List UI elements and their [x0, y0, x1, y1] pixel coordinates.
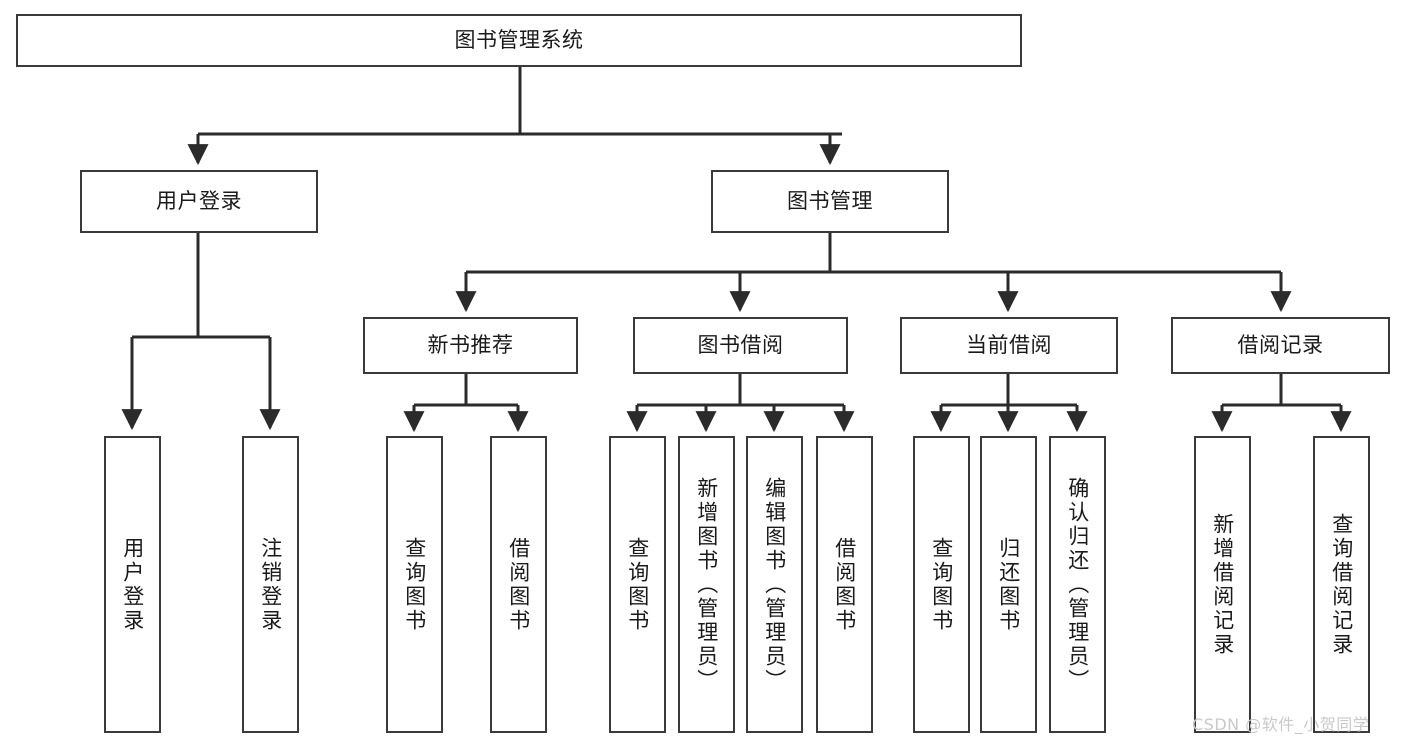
leaf-confirm-return-admin[interactable]: 确认归还（管理员） — [1049, 436, 1106, 733]
node-borrow-record[interactable]: 借阅记录 — [1171, 317, 1390, 374]
leaf-edit-book-admin[interactable]: 编辑图书（管理员） — [746, 436, 803, 733]
node-label: 图书借阅 — [697, 332, 784, 357]
node-label: 确认归还（管理员） — [1065, 476, 1090, 693]
node-label: 新增借阅记录 — [1210, 512, 1235, 657]
node-book-management[interactable]: 图书管理 — [711, 170, 949, 233]
node-user-login[interactable]: 用户登录 — [80, 170, 318, 233]
node-label: 新书推荐 — [427, 332, 514, 357]
node-label: 查询图书 — [929, 536, 954, 633]
node-label: 用户登录 — [120, 536, 145, 633]
node-root-system[interactable]: 图书管理系统 — [16, 14, 1022, 67]
node-label: 借阅记录 — [1237, 332, 1324, 357]
node-label: 图书管理 — [787, 188, 873, 213]
node-label: 借阅图书 — [832, 536, 857, 633]
node-label: 用户登录 — [156, 188, 242, 213]
leaf-user-logout[interactable]: 注销登录 — [242, 436, 299, 733]
node-label: 查询借阅记录 — [1329, 512, 1354, 657]
leaf-query-book-borrow[interactable]: 查询图书 — [609, 436, 666, 733]
leaf-query-borrow-record[interactable]: 查询借阅记录 — [1313, 436, 1370, 733]
node-label: 当前借阅 — [966, 332, 1052, 357]
node-label: 图书管理系统 — [454, 27, 584, 52]
node-book-borrow[interactable]: 图书借阅 — [633, 317, 848, 374]
leaf-return-book[interactable]: 归还图书 — [980, 436, 1037, 733]
node-current-borrow[interactable]: 当前借阅 — [900, 317, 1118, 374]
leaf-query-book-current[interactable]: 查询图书 — [913, 436, 970, 733]
node-label: 编辑图书（管理员） — [762, 476, 787, 693]
leaf-borrow-book-recommend[interactable]: 借阅图书 — [490, 436, 547, 733]
leaf-add-borrow-record[interactable]: 新增借阅记录 — [1194, 436, 1251, 733]
node-label: 归还图书 — [996, 536, 1021, 633]
leaf-query-book-recommend[interactable]: 查询图书 — [386, 436, 443, 733]
watermark-text: CSDN @软件_小贺同学 — [1192, 715, 1370, 734]
node-new-book-recommend[interactable]: 新书推荐 — [363, 317, 578, 374]
leaf-borrow-book[interactable]: 借阅图书 — [816, 436, 873, 733]
node-label: 注销登录 — [258, 536, 283, 633]
node-label: 查询图书 — [625, 536, 650, 633]
node-label: 查询图书 — [402, 536, 427, 633]
node-label: 新增图书（管理员） — [694, 476, 719, 693]
leaf-add-book-admin[interactable]: 新增图书（管理员） — [678, 436, 735, 733]
leaf-user-login[interactable]: 用户登录 — [104, 436, 161, 733]
node-label: 借阅图书 — [506, 536, 531, 633]
